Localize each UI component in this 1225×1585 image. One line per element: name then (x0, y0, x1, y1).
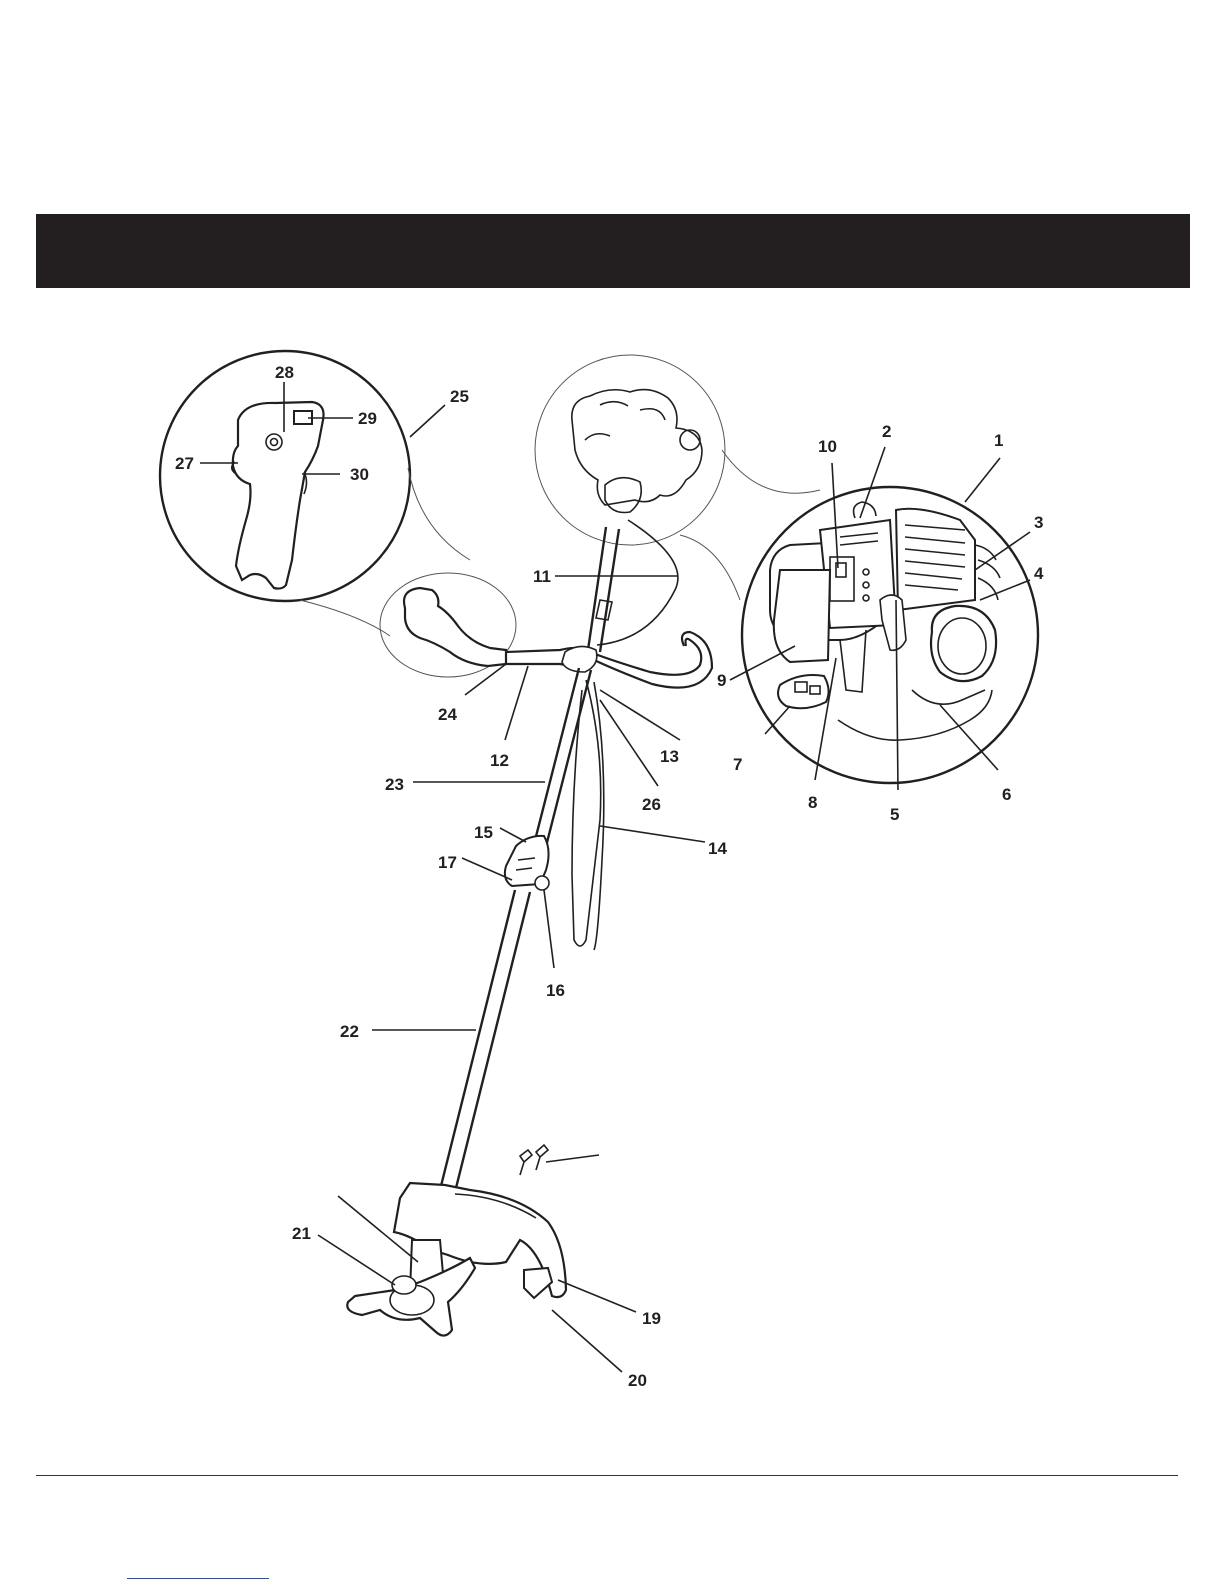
label-15: 15 (474, 823, 493, 842)
label-7: 7 (733, 755, 742, 774)
label-5: 5 (890, 805, 899, 824)
label-13: 13 (660, 747, 679, 766)
label-23: 23 (385, 775, 404, 794)
label-30: 30 (350, 465, 369, 484)
label-3: 3 (1034, 513, 1043, 532)
footer-link-underline[interactable] (127, 1578, 269, 1579)
handle-detail-circle (160, 351, 410, 601)
label-22: 22 (340, 1022, 359, 1041)
label-12: 12 (490, 751, 509, 770)
label-27: 27 (175, 454, 194, 473)
label-2: 2 (882, 422, 891, 441)
label-4: 4 (1034, 564, 1044, 583)
engine-detail-circle (742, 487, 1038, 783)
label-9: 9 (717, 671, 726, 690)
label-19: 19 (642, 1309, 661, 1328)
label-8: 8 (808, 793, 817, 812)
cutting-head (347, 1145, 566, 1336)
label-10: 10 (818, 437, 837, 456)
left-handle-circle (380, 573, 516, 677)
label-14: 14 (708, 839, 727, 858)
footer-divider (36, 1475, 1178, 1476)
label-29: 29 (358, 409, 377, 428)
trimmer-shaft (425, 520, 712, 1252)
label-24: 24 (438, 705, 457, 724)
engine-overview-circle (535, 355, 725, 545)
label-28: 28 (275, 363, 294, 382)
label-1: 1 (994, 431, 1003, 450)
label-17: 17 (438, 853, 457, 872)
label-11: 11 (533, 567, 551, 586)
label-25: 25 (450, 387, 469, 406)
label-6: 6 (1002, 785, 1011, 804)
label-26: 26 (642, 795, 661, 814)
label-21: 21 (292, 1224, 311, 1243)
label-20: 20 (628, 1371, 647, 1390)
label-16: 16 (546, 981, 565, 1000)
